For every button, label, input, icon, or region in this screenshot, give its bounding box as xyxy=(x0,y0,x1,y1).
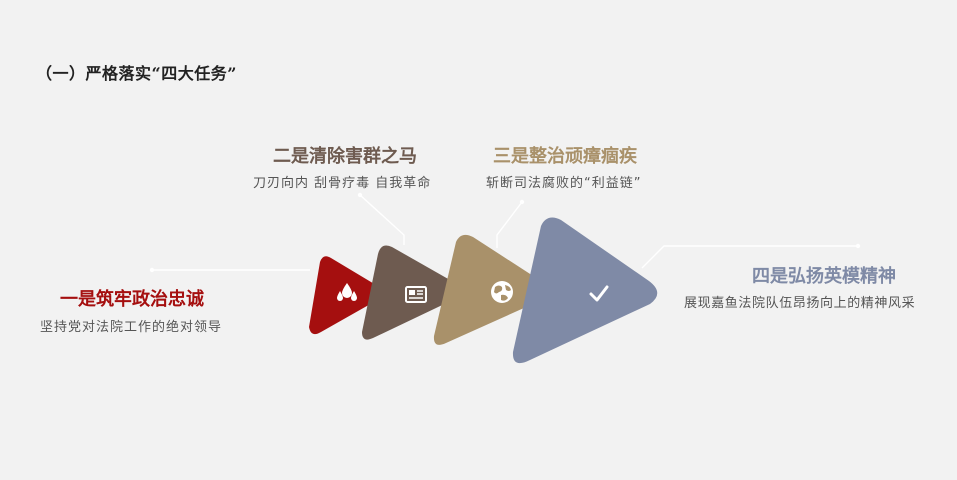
item-3-desc: 斩断司法腐败的“利益链” xyxy=(486,176,642,191)
section-heading: （一）严格落实“四大任务” xyxy=(36,64,237,83)
item-1-desc: 坚持党对法院工作的绝对领导 xyxy=(40,320,223,335)
checkmark-icon xyxy=(589,285,609,302)
connector-line-2 xyxy=(359,194,405,245)
water-drops-icon xyxy=(337,283,357,301)
item-1-title: 一是筑牢政治忠诚 xyxy=(60,289,204,310)
item-2-desc: 刀刃向内 刮骨疗毒 自我革命 xyxy=(253,176,432,191)
connector-line-3 xyxy=(496,201,523,248)
item-2-title: 二是清除害群之马 xyxy=(273,146,417,167)
item-4-desc: 展现嘉鱼法院队伍昂扬向上的精神风采 xyxy=(684,296,916,311)
arrow-shape-4 xyxy=(512,217,658,364)
globe-icon xyxy=(491,281,513,303)
connector-line-4 xyxy=(641,245,858,269)
newspaper-icon xyxy=(405,286,427,303)
item-4-title: 四是弘扬英模精神 xyxy=(752,266,896,287)
item-3-title: 三是整治顽瘴痼疾 xyxy=(493,146,637,167)
